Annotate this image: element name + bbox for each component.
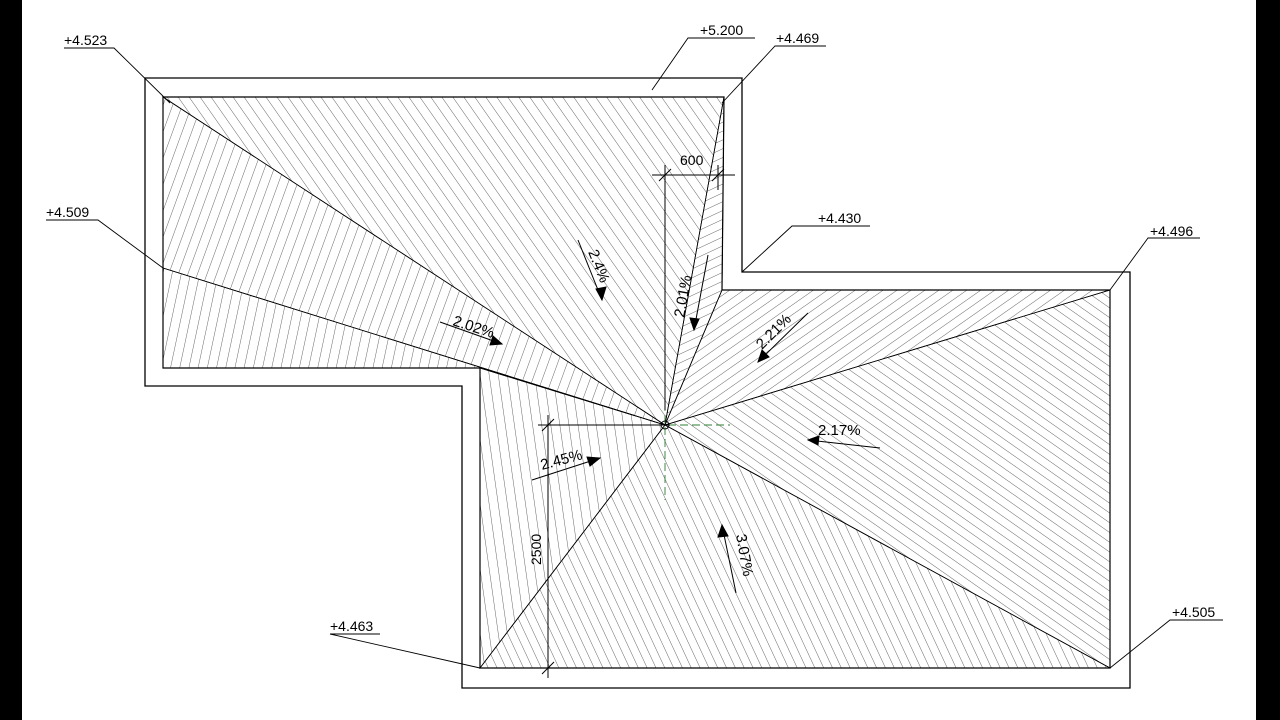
drawing-sheet: 600 2500 +4.523 +5.200 +4.469 +4.509 +4.… (22, 0, 1256, 720)
elevation-mid-left: +4.509 (46, 204, 89, 220)
elevation-inner-corner: +4.430 (818, 210, 861, 226)
roof-facets (161, 96, 1111, 670)
elevation-bottom-right: +4.505 (1172, 604, 1215, 620)
elevation-leaders (46, 37, 1223, 669)
slope-label-5: 2.17% (818, 422, 861, 439)
slope-arrows (439, 239, 881, 594)
dimension-2500 (538, 415, 670, 678)
elevation-top-right: +4.469 (776, 30, 819, 46)
elevation-top-center: +5.200 (700, 22, 743, 38)
dimension-600-label: 600 (680, 152, 704, 168)
elevation-right-top: +4.496 (1150, 223, 1193, 239)
elevation-bottom-left: +4.463 (330, 618, 373, 634)
dimension-2500-label: 2500 (528, 534, 544, 565)
dimension-600 (652, 165, 735, 410)
parapet-outer-outline (144, 77, 1131, 689)
elevation-top-left: +4.523 (64, 32, 107, 48)
roof-plan-drawing: 600 2500 +4.523 +5.200 +4.469 +4.509 +4.… (46, 22, 1223, 689)
